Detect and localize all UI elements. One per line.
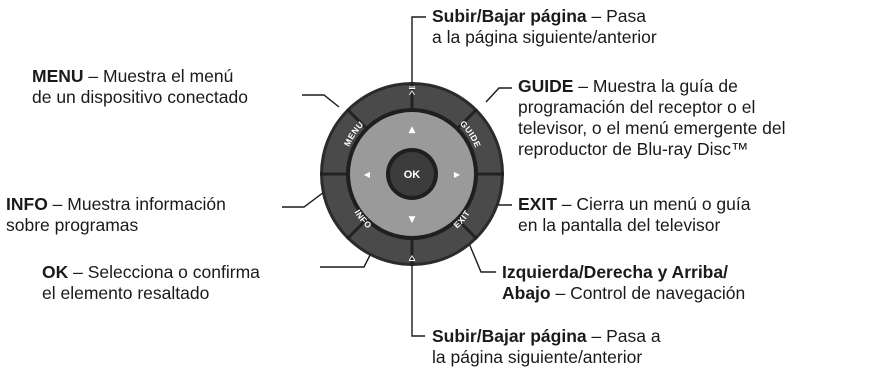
label-page-bottom-title: Subir/Bajar página (432, 326, 587, 346)
label-menu-line2: de un dispositivo conectado (32, 87, 248, 107)
label-ok-title: OK (42, 262, 69, 282)
label-ok-line1: – Selecciona o confirma (68, 262, 260, 282)
ok-button[interactable] (390, 152, 434, 196)
label-info-title: INFO (6, 194, 48, 214)
label-page-top-line1: – Pasa (586, 6, 646, 26)
label-page-top: Subir/Bajar página – Pasa a la página si… (432, 6, 657, 48)
label-page-bottom-line1: – Pasa a (586, 326, 661, 346)
up-arrow-icon[interactable]: ▲ (409, 125, 416, 135)
label-page-bottom-line2: la página siguiente/anterior (432, 347, 643, 367)
label-exit-line1: – Cierra un menú o guía (556, 194, 751, 214)
label-nav-title-line2: Abajo (502, 283, 551, 303)
ok-button-label: OK (404, 169, 421, 181)
label-menu-line1: – Muestra el menú (83, 66, 234, 86)
label-nav-line2: – Control de navegación (550, 283, 746, 303)
label-info-line1: – Muestra información (47, 194, 226, 214)
label-guide-line1: – Muestra la guía de (573, 76, 738, 96)
label-exit-title: EXIT (518, 194, 557, 214)
label-guide: GUIDE – Muestra la guía de programación … (518, 76, 786, 160)
label-info: INFO – Muestra información sobre program… (6, 194, 226, 236)
right-arrow-icon[interactable]: ▶ (454, 170, 461, 179)
label-guide-line4: reproductor de Blu-ray Disc™ (518, 139, 749, 159)
leader-line-menu (302, 94, 340, 108)
label-nav: Izquierda/Derecha y Arriba/ Abajo – Cont… (502, 262, 745, 304)
label-exit-line2: en la pantalla del televisor (518, 215, 721, 235)
label-menu-title: MENU (32, 66, 84, 86)
label-info-line2: sobre programas (6, 215, 139, 235)
leader-line-guide (485, 87, 512, 103)
label-page-top-title: Subir/Bajar página (432, 6, 587, 26)
left-arrow-icon[interactable]: ◀ (364, 170, 371, 179)
label-ok: OK – Selecciona o confirma el elemento r… (42, 262, 260, 304)
label-guide-title: GUIDE (518, 76, 574, 96)
leader-line-page-top (411, 16, 426, 90)
leader-line-page-bottom (411, 253, 425, 337)
label-page-bottom: Subir/Bajar página – Pasa a la página si… (432, 326, 661, 368)
down-arrow-icon[interactable]: ▼ (409, 215, 416, 225)
label-exit: EXIT – Cierra un menú o guía en la panta… (518, 194, 751, 236)
label-guide-line2: programación del receptor o el (518, 97, 756, 117)
label-nav-title-line1: Izquierda/Derecha y Arriba/ (502, 262, 728, 282)
label-ok-line2: el elemento resaltado (42, 283, 210, 303)
label-page-top-line2: a la página siguiente/anterior (432, 27, 657, 47)
page-down-icon[interactable]: ⩟ (409, 251, 416, 264)
label-guide-line3: televisor, o el menú emergente del (518, 118, 786, 138)
label-menu: MENU – Muestra el menú de un dispositivo… (32, 66, 248, 108)
page-up-icon[interactable]: ⩞ (409, 85, 416, 98)
remote-dpad: OK ▲ ▼ ◀ ▶ ⩞ ⩟ MENU GUIDE INFO EXIT (320, 82, 504, 266)
